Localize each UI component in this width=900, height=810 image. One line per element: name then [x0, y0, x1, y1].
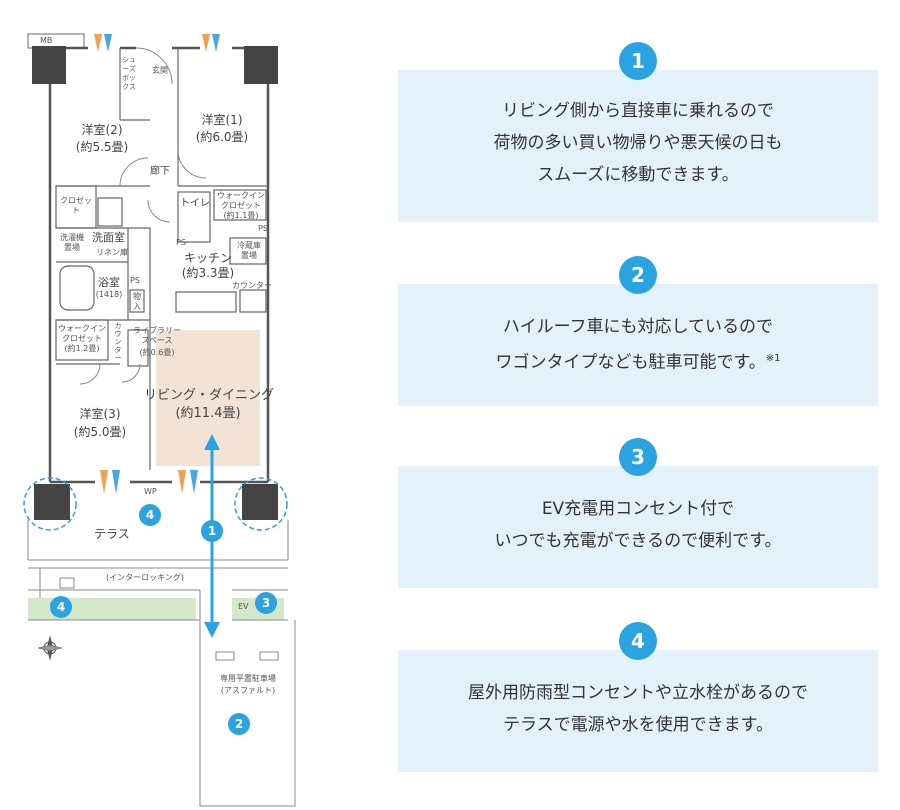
label-terrace: テラス: [94, 527, 130, 541]
feature-badge-4: 4: [619, 622, 657, 660]
label-ps-3: PS: [130, 276, 140, 285]
door-swings: [79, 47, 207, 385]
label-washer: 洗濯機 置場: [60, 233, 84, 252]
feature-panel-4: 4 屋外用防雨型コンセントや立水栓があるので テラスで電源や水を使用できます。: [398, 622, 878, 772]
label-genkan: 玄関: [152, 66, 168, 75]
label-bath-name: 浴室: [98, 276, 120, 289]
label-closet: クロゼット: [60, 196, 92, 215]
feature-line: いつでも充電ができるので便利です。: [494, 531, 782, 551]
pin-4-planting: 4: [50, 596, 72, 618]
label-parking-name: 専用平置駐車場: [220, 674, 276, 683]
feature-panel-3: 3 EV充電用コンセント付で いつでも充電ができるので便利です。: [398, 438, 878, 588]
label-ps-1: PS: [258, 224, 268, 233]
label-interlocking: (インターロッキング): [106, 573, 185, 582]
label-counter-1: カウンター: [232, 281, 272, 290]
label-parking-sub: (アスファルト): [220, 686, 276, 695]
column-top-left: [32, 46, 66, 84]
label-living-name: リビング・ダイニング: [144, 388, 275, 403]
footnote-mark: ※1: [765, 353, 781, 364]
feature-badge-3: 3: [619, 438, 657, 476]
label-kitchen-size: (約3.3畳): [181, 266, 235, 280]
label-mb: MB: [40, 36, 53, 45]
compass: [37, 635, 63, 661]
terrace-outline: [27, 520, 296, 807]
label-linen: リネン庫: [96, 248, 128, 257]
label-wp: WP: [144, 487, 157, 496]
label-wic1-size: (約1.1畳): [223, 211, 259, 220]
pin-2: 2: [228, 713, 250, 735]
label-ps-2: PS: [176, 238, 186, 247]
label-kitchen-name: キッチン: [183, 251, 232, 265]
column-bottom-left: [34, 484, 70, 520]
label-western2-name: 洋室(2): [81, 123, 123, 137]
label-western3-size: (約5.0畳): [73, 425, 127, 439]
pin-3: 3: [255, 592, 277, 614]
feature-line: リビング側から直接車に乗れるので: [502, 101, 774, 121]
label-library-size: (約0.6畳): [139, 348, 175, 357]
label-toilet: トイレ: [180, 198, 210, 209]
feature-line: 荷物の多い買い物帰りや悪天候の日も: [493, 133, 783, 153]
interior-walls: [55, 48, 268, 470]
column-top-right: [244, 46, 278, 84]
feature-badge-1: 1: [619, 42, 657, 80]
label-western1-size: (約6.0畳): [195, 130, 249, 144]
feature-badge-2: 2: [619, 256, 657, 294]
column-bottom-right: [242, 484, 278, 520]
mb-box: [27, 33, 85, 49]
label-library-name: ライブラリー スペース: [133, 326, 181, 345]
label-wic1-name: ウォークイン クロゼット: [217, 191, 265, 210]
label-wic2-name: ウォークイン クロゼット: [58, 324, 106, 343]
floor-plan: MB 玄関 シューズボックス 洋室(2) (約5.5畳) 洋室(1) (約6.0…: [0, 0, 380, 810]
label-washroom: 洗面室: [92, 231, 125, 244]
label-counter-2: カウンター: [114, 322, 122, 362]
floor-plan-drawing: [23, 33, 296, 807]
dashed-circle-left: [23, 477, 77, 531]
dashed-circle-right: [234, 477, 288, 531]
label-western1-name: 洋室(1): [201, 113, 243, 127]
feature-line: ワゴンタイプなども駐車可能です。: [495, 352, 766, 373]
feature-line: スムーズに移動できます。: [537, 165, 739, 185]
feature-panel-1: 1 リビング側から直接車に乗れるので 荷物の多い買い物帰りや悪天候の日も スムー…: [398, 42, 878, 222]
pin-4-terrace: 4: [139, 504, 161, 526]
label-storage: 物入: [133, 292, 141, 311]
label-bath-size: (1418): [95, 290, 123, 299]
window-markers: [94, 34, 220, 494]
pin-1: 1: [201, 520, 223, 542]
label-shoebox: シューズボックス: [122, 56, 136, 91]
label-ev: EV: [238, 602, 249, 611]
feature-line-with-note: ワゴンタイプなども駐車可能です。※1: [398, 344, 878, 378]
label-western2-size: (約5.5畳): [75, 140, 129, 154]
feature-line: テラスで電源や水を使用できます。: [503, 715, 773, 735]
label-western3-name: 洋室(3): [79, 407, 121, 421]
label-wic2-size: (約1.2畳): [64, 344, 100, 353]
feature-line: EV充電用コンセント付で: [541, 499, 735, 519]
feature-panel-2: 2 ハイルーフ車にも対応しているので ワゴンタイプなども駐車可能です。※1: [398, 256, 878, 406]
feature-line: ハイルーフ車にも対応しているので: [502, 317, 774, 337]
label-fridge: 冷蔵庫 置場: [237, 241, 261, 260]
feature-line: 屋外用防雨型コンセントや立水栓があるので: [468, 683, 808, 703]
label-living-size: (約11.4畳): [175, 406, 241, 421]
label-corridor: 廊下: [150, 166, 170, 177]
